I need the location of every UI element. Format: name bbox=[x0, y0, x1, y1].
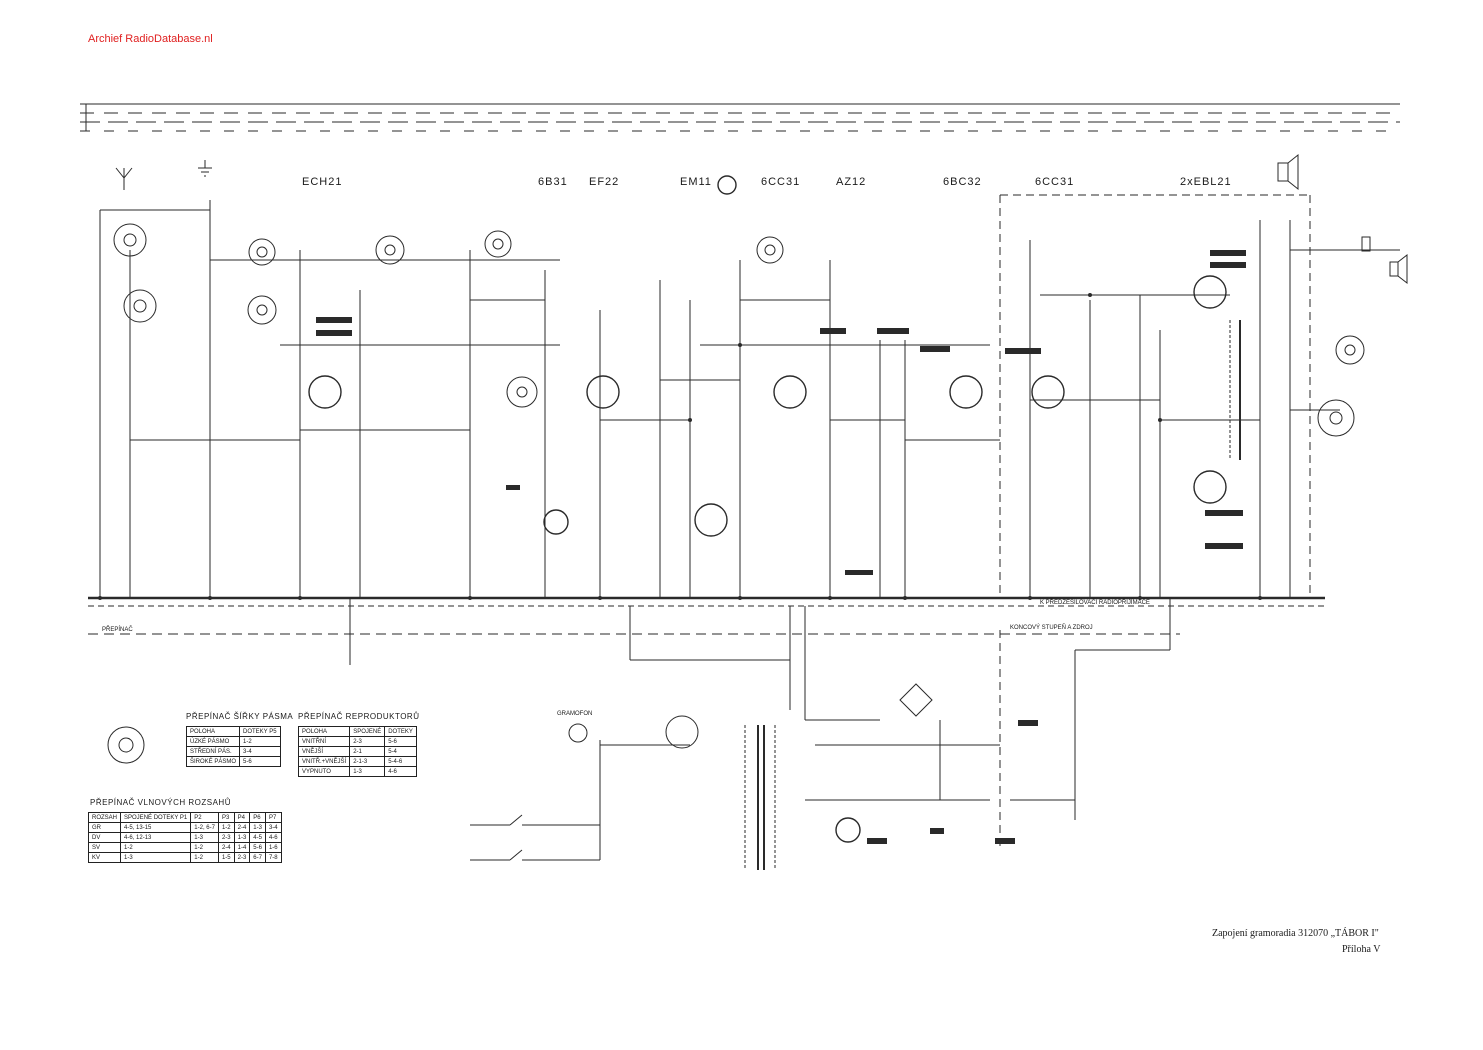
table-header: ROZSAH bbox=[87, 812, 122, 823]
table-cell: 4-6 bbox=[264, 832, 282, 843]
table-cell: VNĚJŠÍ bbox=[297, 746, 351, 757]
tube-label-6cc31-b: 6CC31 bbox=[1035, 176, 1075, 188]
tube-label-2xebl21: 2xEBL21 bbox=[1180, 176, 1232, 188]
table-cell: GR bbox=[87, 822, 122, 833]
table-cell: 1-3 bbox=[349, 766, 386, 777]
tube-symbols bbox=[308, 175, 1227, 843]
table-cell: 1-6 bbox=[264, 842, 282, 853]
table-cell: 2-3 bbox=[349, 736, 386, 747]
tube-label-ech21: ECH21 bbox=[302, 176, 343, 188]
table-cell: 1-2, 6-7 bbox=[190, 822, 219, 833]
table-cell: 1-2 bbox=[190, 852, 219, 863]
table-header: P7 bbox=[264, 812, 282, 823]
table-cell: 2-1-3 bbox=[349, 756, 386, 767]
table-cell: 2-4 bbox=[217, 842, 235, 853]
table-cell: 4-5 bbox=[249, 832, 266, 843]
table-header: P4 bbox=[233, 812, 251, 823]
table-speakers-title: PŘEPÍNAČ REPRODUKTORŮ bbox=[298, 712, 420, 721]
table-cell: 5-4-6 bbox=[384, 756, 417, 767]
tube-label-em11: EM11 bbox=[680, 176, 712, 188]
tube-label-az12: AZ12 bbox=[836, 176, 867, 188]
label-bus1: K PŘEDZESILOVAČI RADIOPŘIJÍMAČE bbox=[1040, 600, 1150, 606]
label-gramofon: GRAMOFON bbox=[557, 711, 593, 717]
table-cell: VNITŘNÍ bbox=[297, 736, 351, 747]
table-header: P3 bbox=[217, 812, 235, 823]
table-cell: 1-2 bbox=[217, 822, 235, 833]
power-transformer bbox=[744, 320, 1241, 870]
table-header: P2 bbox=[190, 812, 219, 823]
table-cell: 2-1 bbox=[349, 746, 386, 757]
table-header: DOTEKY P5 bbox=[239, 726, 281, 737]
wafer-switches bbox=[107, 223, 1365, 764]
table-cell: 1-3 bbox=[190, 832, 219, 843]
table-bands-title: PŘEPÍNAČ VLNOVÝCH ROZSAHŮ bbox=[90, 798, 231, 807]
tube-label-6bc32: 6BC32 bbox=[943, 176, 982, 188]
label-prepinac: PŘEPÍNAČ bbox=[102, 627, 133, 633]
table-cell: 1-2 bbox=[120, 842, 192, 853]
table-cell: 4-5, 13-15 bbox=[120, 822, 192, 833]
table-header: DOTEKY bbox=[384, 726, 417, 737]
table-cell: 1-5 bbox=[217, 852, 235, 863]
table-cell: ÚZKÉ PÁSMO bbox=[185, 736, 241, 747]
watermark: Archief RadioDatabase.nl bbox=[88, 33, 213, 45]
caption-title: Zapojení gramoradia 312070 „TÁBOR I" bbox=[1212, 928, 1379, 939]
table-cell: 1-3 bbox=[249, 822, 266, 833]
table-cell: 2-3 bbox=[217, 832, 235, 843]
table-cell: 1-2 bbox=[239, 736, 281, 747]
table-cell: 5-6 bbox=[239, 756, 281, 767]
table-cell: 2-3 bbox=[233, 852, 251, 863]
table-cell: VNITŘ.+VNĚJŠÍ bbox=[297, 756, 351, 767]
table-header: SPOJENÉ bbox=[349, 726, 386, 737]
table-bands: ROZSAH SPOJENÉ DOTEKY P1 P2 P3 P4 P6 P7 … bbox=[87, 812, 282, 863]
table-cell: ŠIROKÉ PÁSMO bbox=[185, 756, 241, 767]
table-cell: 1-3 bbox=[120, 852, 192, 863]
table-header: POLOHA bbox=[185, 726, 241, 737]
table-cell: 1-2 bbox=[190, 842, 219, 853]
tube-label-ef22: EF22 bbox=[589, 176, 620, 188]
table-cell: 1-4 bbox=[233, 842, 251, 853]
reference-strip bbox=[80, 103, 1400, 132]
table-header: SPOJENÉ DOTEKY P1 bbox=[120, 812, 192, 823]
table-cell: 4-6, 12-13 bbox=[120, 832, 192, 843]
table-cell: 3-4 bbox=[264, 822, 282, 833]
table-header: P6 bbox=[249, 812, 266, 823]
table-cell: KV bbox=[87, 852, 122, 863]
figure-caption: Zapojení gramoradia 312070 „TÁBOR I" Pří… bbox=[1212, 926, 1380, 958]
table-cell: SV bbox=[87, 842, 122, 853]
table-cell: VYPNUTO bbox=[297, 766, 351, 777]
table-cell: 4-6 bbox=[384, 766, 417, 777]
label-bus2: KONCOVÝ STUPEŇ A ZDROJ bbox=[1010, 625, 1093, 631]
tube-label-6cc31-a: 6CC31 bbox=[761, 176, 801, 188]
table-cell: DV bbox=[87, 832, 122, 843]
caption-appendix: Příloha V bbox=[1342, 944, 1381, 955]
table-cell: 3-4 bbox=[239, 746, 281, 757]
table-cell: 5-6 bbox=[249, 842, 266, 853]
table-cell: 5-4 bbox=[384, 746, 417, 757]
table-bandwidth-title: PŘEPÍNAČ ŠÍŘKY PÁSMA bbox=[186, 712, 294, 721]
table-cell: 5-6 bbox=[384, 736, 417, 747]
table-cell: STŘEDNÍ PÁS. bbox=[185, 746, 241, 757]
table-cell: 1-3 bbox=[233, 832, 251, 843]
table-cell: 6-7 bbox=[249, 852, 266, 863]
table-cell: 7-8 bbox=[264, 852, 282, 863]
tube-label-6b31: 6B31 bbox=[538, 176, 568, 188]
table-header: POLOHA bbox=[297, 726, 351, 737]
table-cell: 2-4 bbox=[233, 822, 251, 833]
